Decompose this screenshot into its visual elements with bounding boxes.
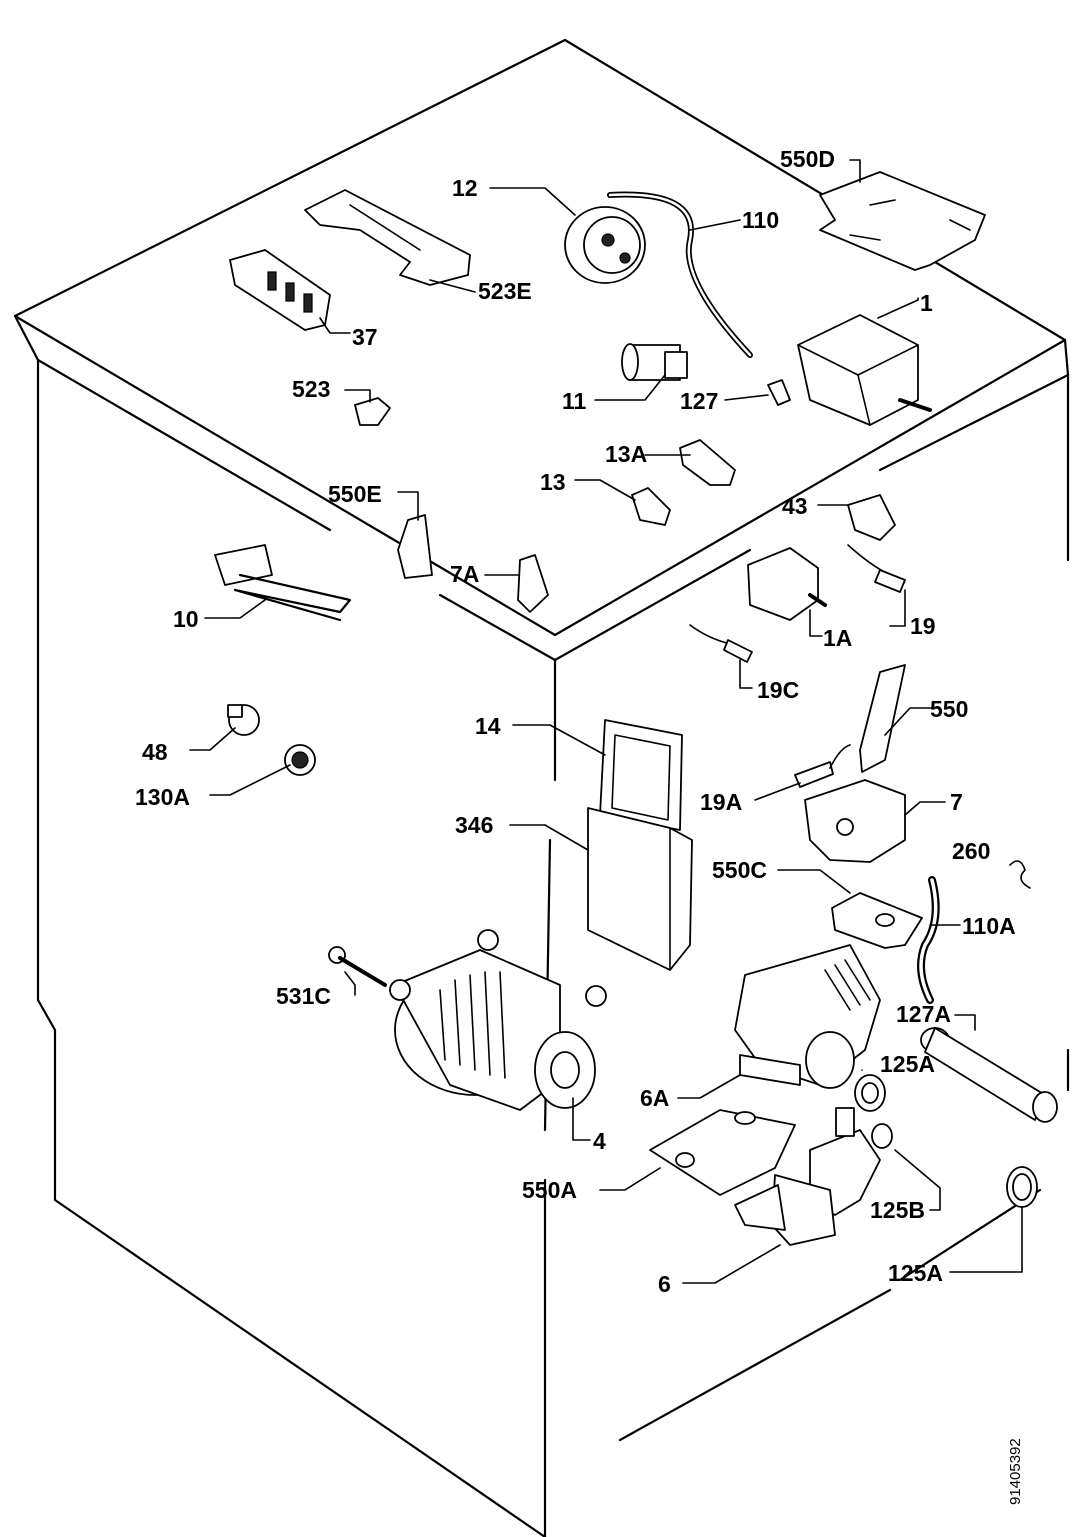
part-531C-bolt <box>328 946 387 987</box>
part-346-dispenser-housing <box>587 807 693 971</box>
leader-lines <box>189 159 1023 1284</box>
part-260-spring <box>1009 860 1031 889</box>
part-10-heating-element <box>214 544 352 622</box>
part-14-dispenser-drawer <box>599 719 683 831</box>
label-19A: 19A <box>700 789 742 815</box>
part-13A-connector <box>679 439 736 486</box>
label-130A: 130A <box>135 784 190 810</box>
part-110A-hose <box>917 876 940 1004</box>
label-14: 14 <box>475 713 501 739</box>
label-523: 523 <box>292 376 330 402</box>
label-550E: 550E <box>328 481 382 507</box>
part-13-connector <box>631 487 671 526</box>
part-550E-bracket <box>397 514 433 579</box>
cabinet-outline <box>13 38 1070 1537</box>
part-130A-knob <box>284 744 316 776</box>
label-4: 4 <box>593 1128 606 1154</box>
label-260: 260 <box>952 838 990 864</box>
part-550A-cover <box>649 1109 796 1196</box>
label-125A-lower: 125A <box>888 1260 943 1286</box>
part-125A-upper-seal <box>854 1074 886 1112</box>
document-number: 91405392 <box>1007 1438 1024 1505</box>
label-127: 127 <box>680 388 718 414</box>
label-125B: 125B <box>870 1197 925 1223</box>
part-1-programmer <box>797 314 932 426</box>
label-11: 11 <box>562 388 587 414</box>
part-6A-pump-body <box>734 944 881 1089</box>
label-346: 346 <box>455 812 493 838</box>
part-1A-selector <box>747 547 827 621</box>
part-127-connector <box>767 379 791 406</box>
label-37: 37 <box>352 324 378 350</box>
label-48: 48 <box>142 739 168 765</box>
part-550C-cover <box>831 892 923 949</box>
label-6: 6 <box>658 1271 671 1297</box>
part-523-clip <box>354 397 391 426</box>
label-127A: 127A <box>896 1001 951 1027</box>
part-48-lamp <box>227 704 260 736</box>
label-125A-upper: 125A <box>880 1051 935 1077</box>
label-550D: 550D <box>780 146 835 172</box>
part-11-capacitor <box>621 343 688 381</box>
part-19-sensor <box>847 544 906 593</box>
part-550-bracket <box>859 664 906 773</box>
label-19C: 19C <box>757 677 799 703</box>
label-531C: 531C <box>276 983 331 1009</box>
part-523E-bracket <box>304 189 471 286</box>
label-13A: 13A <box>605 441 647 467</box>
label-1A: 1A <box>823 625 852 651</box>
part-37-terminal-block <box>229 249 331 331</box>
label-1: 1 <box>920 290 933 316</box>
part-4-motor <box>389 929 607 1111</box>
part-127A-hose-fitting <box>920 1027 1058 1123</box>
part-19A-sensor <box>794 744 851 788</box>
label-523E: 523E <box>478 278 532 304</box>
part-550D-cover <box>819 171 986 271</box>
label-110: 110 <box>742 207 779 233</box>
part-125B-seal <box>871 1123 893 1149</box>
label-19: 19 <box>910 613 936 639</box>
label-110A: 110A <box>962 913 1016 939</box>
part-labels: 550D 12 110 523E 37 1 523 11 127 13A 13 … <box>135 146 1016 1297</box>
part-125A-lower-seal <box>1006 1166 1038 1208</box>
part-19C-sensor <box>689 624 753 663</box>
label-550: 550 <box>930 696 968 722</box>
label-12: 12 <box>452 175 478 201</box>
label-13: 13 <box>540 469 566 495</box>
part-7A-switch <box>517 554 549 613</box>
label-550C: 550C <box>712 857 767 883</box>
label-6A: 6A <box>640 1085 669 1111</box>
part-110-hose <box>607 191 753 358</box>
label-43: 43 <box>782 493 808 519</box>
part-12-pressure-switch <box>564 206 646 284</box>
part-6-drain-pump <box>734 1107 881 1246</box>
label-7: 7 <box>950 789 963 815</box>
label-7A: 7A <box>450 561 479 587</box>
part-43-switch <box>847 494 896 541</box>
label-10: 10 <box>173 606 199 632</box>
part-7-door-lock <box>804 779 906 863</box>
label-550A: 550A <box>522 1177 577 1203</box>
